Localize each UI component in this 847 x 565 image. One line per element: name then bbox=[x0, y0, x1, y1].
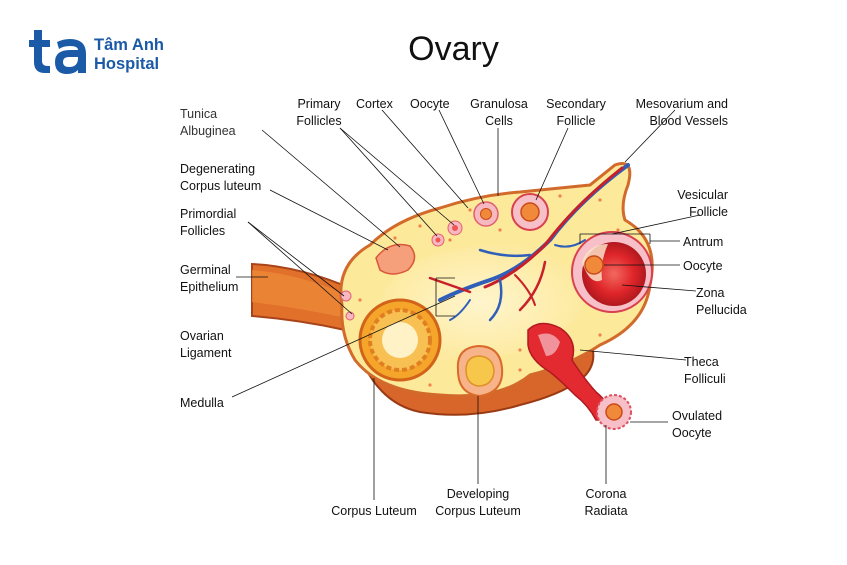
label-medulla: Medulla bbox=[180, 395, 224, 412]
label-theca-folliculi: Theca Folliculi bbox=[684, 354, 726, 388]
label-developing-corpus-luteum: Developing Corpus Luteum bbox=[420, 486, 536, 520]
page-title: Ovary bbox=[0, 30, 847, 69]
label-germinal-epithelium: Germinal Epithelium bbox=[180, 262, 238, 296]
label-mesovarium: Mesovarium and Blood Vessels bbox=[620, 96, 728, 130]
label-vesicular-follicle: Vesicular Follicle bbox=[640, 187, 728, 221]
label-primary-follicles: Primary Follicles bbox=[290, 96, 348, 130]
label-cortex: Cortex bbox=[356, 96, 393, 113]
label-granulosa-cells: Granulosa Cells bbox=[464, 96, 534, 130]
developing-corpus-luteum bbox=[458, 346, 502, 396]
label-antrum: Antrum bbox=[683, 234, 723, 251]
label-oocyte-top: Oocyte bbox=[410, 96, 450, 113]
corpus-luteum bbox=[360, 300, 440, 380]
label-primordial-follicles: Primordial Follicles bbox=[180, 206, 236, 240]
label-zona-pellucida: Zona Pellucida bbox=[696, 285, 747, 319]
label-ovulated-oocyte: Ovulated Oocyte bbox=[672, 408, 722, 442]
label-secondary-follicle: Secondary Follicle bbox=[540, 96, 612, 130]
label-oocyte-right: Oocyte bbox=[683, 258, 723, 275]
label-ovarian-ligament: Ovarian Ligament bbox=[180, 328, 231, 362]
vesicular-follicle bbox=[572, 232, 652, 312]
oocyte-follicle-top bbox=[474, 202, 498, 226]
label-degenerating-corpus-luteum: Degenerating Corpus luteum bbox=[180, 161, 261, 195]
label-tunica-albuginea: Tunica Albuginea bbox=[180, 106, 236, 140]
ovulated-oocyte bbox=[597, 395, 631, 429]
label-corona-radiata: Corona Radiata bbox=[566, 486, 646, 520]
secondary-follicle bbox=[512, 194, 548, 230]
